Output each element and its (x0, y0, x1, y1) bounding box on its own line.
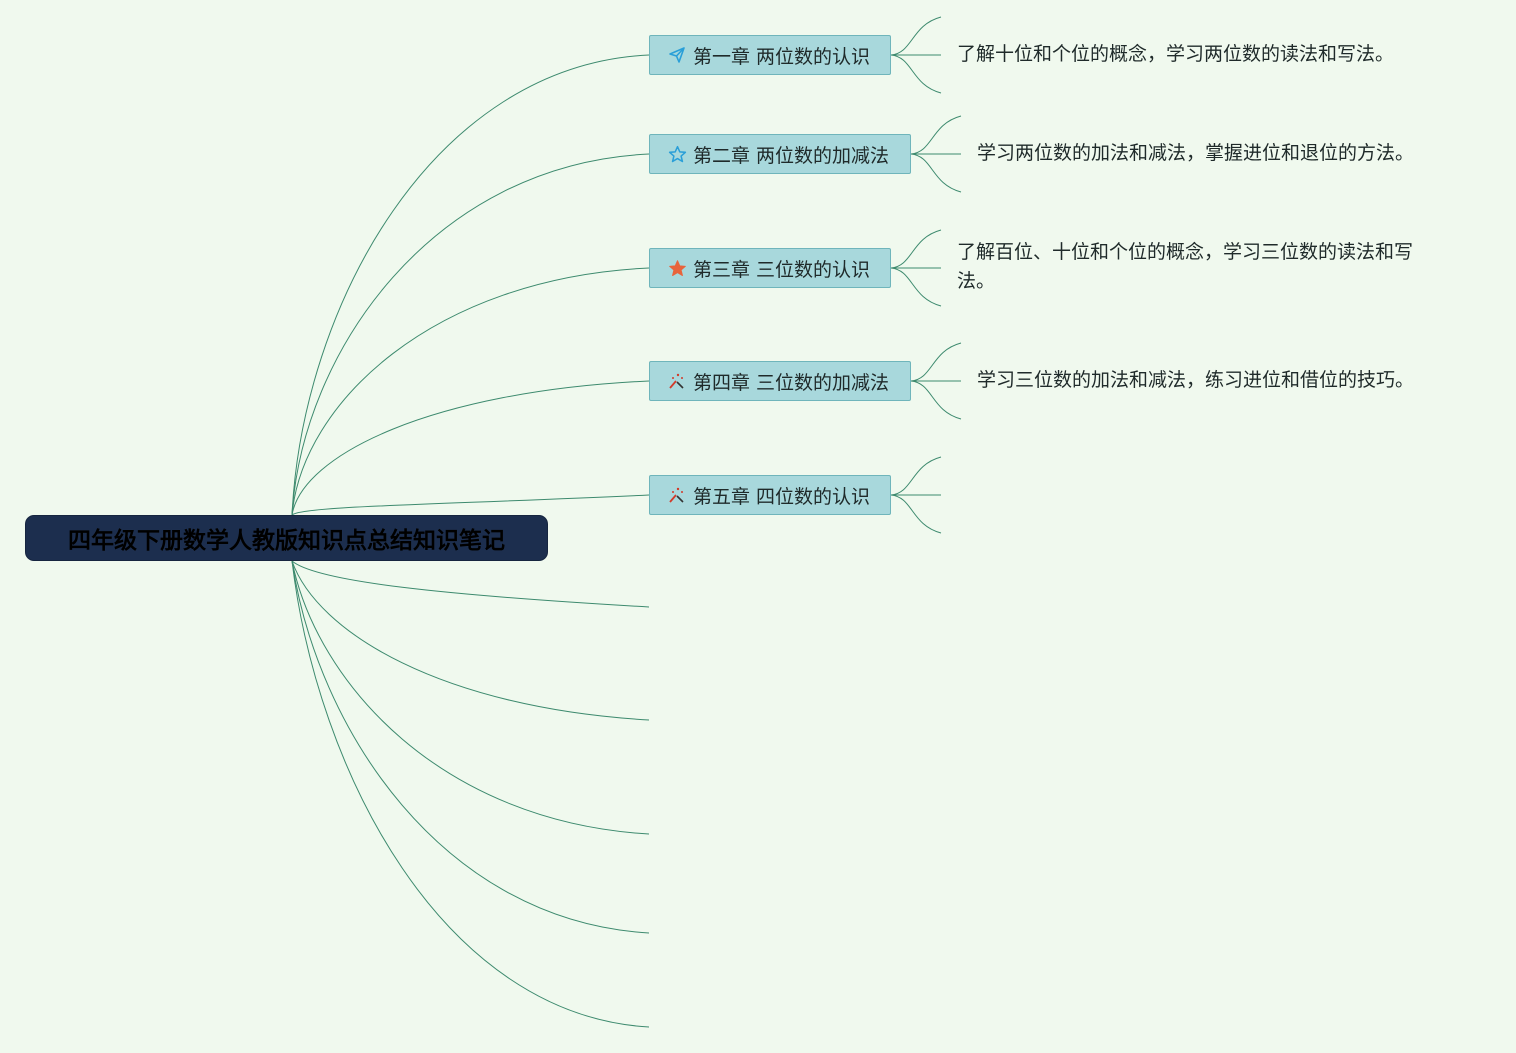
chapter-note-1: 了解十位和个位的概念，学习两位数的读法和写法。 (957, 43, 1395, 65)
branch-connector-1 (291, 54, 650, 516)
star-outline-icon (667, 144, 687, 164)
chapter-note-2: 学习两位数的加法和减法，掌握进位和退位的方法。 (977, 142, 1415, 164)
branch-connector-5 (291, 494, 650, 516)
star-filled-icon (667, 258, 687, 278)
chapter-title: 第二章 两位数的加减法 (693, 144, 890, 167)
chapter-title: 第三章 三位数的认识 (693, 258, 871, 281)
chapter-note-3: 了解百位、十位和个位的概念，学习三位数的读法和写法。 (957, 241, 1414, 292)
chapter-note-4: 学习三位数的加法和减法，练习进位和借位的技巧。 (977, 369, 1415, 391)
note-fan-upper-3 (890, 229, 942, 269)
note-fan-upper-2 (910, 115, 962, 155)
chapter-node-2[interactable]: 第二章 两位数的加减法 (649, 134, 911, 174)
empty-branch-connector-2 (291, 560, 650, 721)
chapter-node-3[interactable]: 第三章 三位数的认识 (649, 248, 891, 288)
note-fan-upper-5 (890, 456, 942, 496)
magic-wand-icon (667, 371, 687, 391)
branch-connector-2 (291, 153, 650, 516)
note-fan-lower-2 (910, 153, 962, 193)
note-fan-upper-1 (890, 16, 942, 56)
empty-branch-connector-4 (291, 560, 650, 934)
chapter-title: 第一章 两位数的认识 (693, 45, 871, 68)
note-fan-upper-4 (910, 342, 962, 382)
empty-branch-connector-5 (291, 560, 650, 1028)
chapter-title: 第四章 三位数的加减法 (693, 371, 890, 394)
root-title: 四年级下册数学人教版知识点总结知识笔记 (68, 528, 505, 554)
magic-wand-icon (667, 485, 687, 505)
note-fan-lower-4 (910, 380, 962, 420)
branch-connector-3 (291, 267, 650, 516)
chapter-node-5[interactable]: 第五章 四位数的认识 (649, 475, 891, 515)
empty-branch-connector-1 (291, 560, 650, 608)
paper-plane-icon (667, 45, 687, 65)
root-node[interactable]: 四年级下册数学人教版知识点总结知识笔记 (25, 515, 548, 561)
note-fan-lower-3 (890, 267, 942, 307)
note-fan-lower-1 (890, 54, 942, 94)
empty-branch-connector-3 (291, 560, 650, 835)
note-fan-lower-5 (890, 494, 942, 534)
chapter-node-1[interactable]: 第一章 两位数的认识 (649, 35, 891, 75)
branch-connector-4 (291, 380, 650, 516)
chapter-node-4[interactable]: 第四章 三位数的加减法 (649, 361, 911, 401)
chapter-title: 第五章 四位数的认识 (693, 485, 871, 508)
